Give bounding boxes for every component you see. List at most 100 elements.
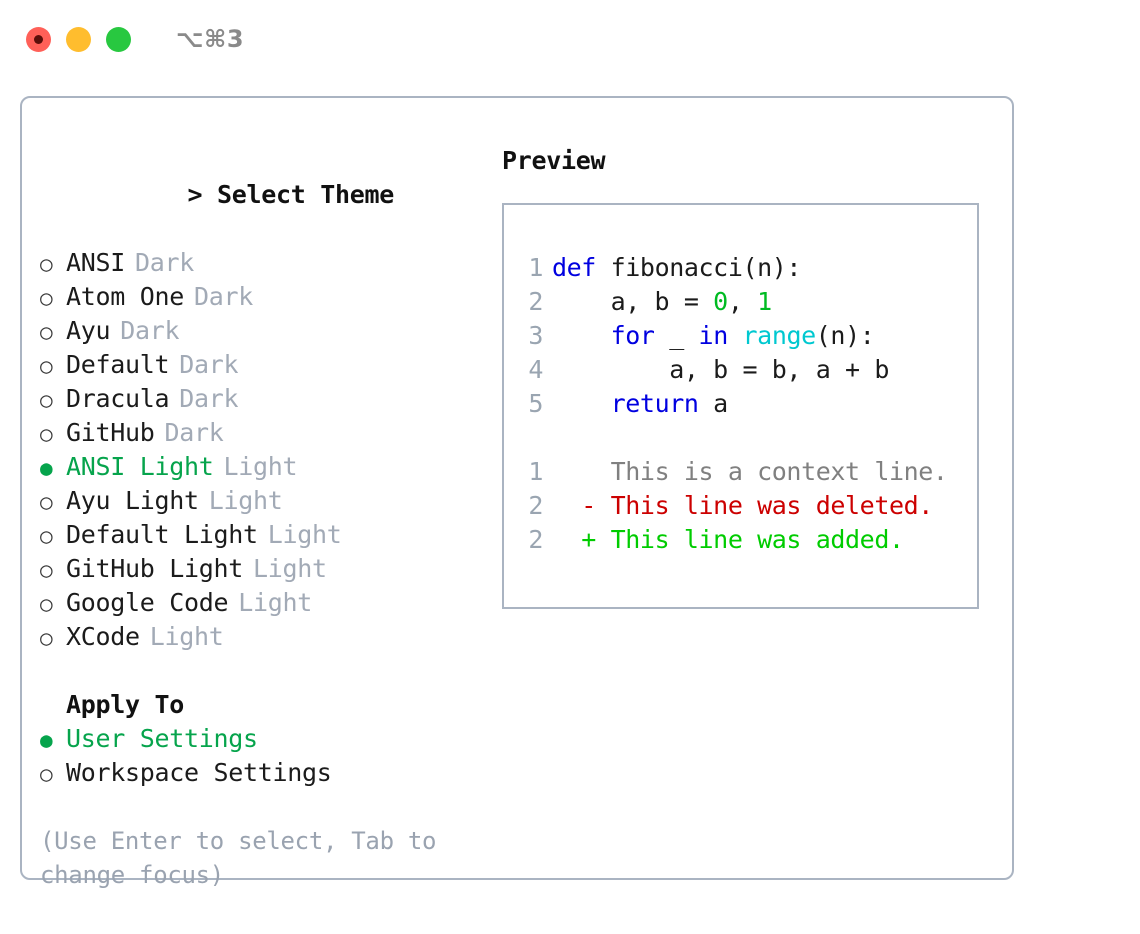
keyboard-shortcut-label: ⌥⌘3: [176, 25, 245, 53]
diff-line-number: 2: [528, 491, 543, 520]
theme-list-heading: > Select Theme: [40, 144, 487, 246]
theme-variant-tag: Dark: [164, 418, 224, 447]
code-line: 4 a, b = b, a + b: [518, 353, 977, 387]
code-line-text: a, b = 0, 1: [552, 285, 773, 319]
theme-option-label: Default: [66, 350, 170, 379]
diff-marker: -: [552, 491, 611, 520]
code-token-kw: in: [698, 321, 729, 350]
keyboard-hint-text: (Use Enter to select, Tab to change focu…: [40, 827, 437, 889]
radio-selected-icon: ●: [40, 456, 53, 480]
focus-caret-icon: >: [187, 180, 203, 209]
apply-to-option-user-settings[interactable]: ● User Settings: [40, 722, 487, 756]
theme-option-ayu[interactable]: ○ Ayu Dark: [40, 314, 487, 348]
code-token-kw: return: [610, 389, 699, 418]
code-line-text: return a: [552, 387, 729, 421]
code-line-number: 5: [528, 389, 543, 418]
diff-line: 2 + This line was added.: [518, 523, 977, 557]
apply-to-option-label: User Settings: [66, 724, 258, 753]
code-token-fn: range: [742, 321, 817, 350]
theme-variant-tag: Dark: [120, 316, 180, 345]
radio-unselected-icon: ○: [40, 558, 53, 582]
theme-option-label: Default Light: [66, 520, 258, 549]
code-token-num: 1: [757, 287, 772, 316]
diff-line-text: This line was added.: [610, 525, 904, 554]
code-token-plain: a: [698, 389, 728, 418]
close-button[interactable]: [26, 26, 51, 52]
zoom-button[interactable]: [106, 26, 131, 52]
radio-unselected-icon: ○: [40, 286, 53, 310]
diff-line: 2 - This line was deleted.: [518, 489, 977, 523]
theme-option-label: ANSI: [66, 248, 126, 277]
diff-line: 1 This is a context line.: [518, 455, 977, 489]
code-line-text: a, b = b, a + b: [552, 353, 889, 387]
theme-variant-tag: Light: [238, 588, 313, 617]
code-token-plain: [552, 389, 611, 418]
code-line: 3 for _ in range(n):: [518, 319, 977, 353]
code-token-num: 0: [713, 287, 728, 316]
code-line-number: 3: [528, 321, 543, 350]
diff-marker: [552, 455, 611, 489]
radio-unselected-icon: ○: [40, 762, 53, 786]
code-blank-line: [518, 421, 977, 455]
theme-variant-tag: Dark: [135, 248, 195, 277]
diff-line-number: 2: [528, 525, 543, 554]
recording-indicator-icon: [34, 34, 43, 44]
apply-to-heading: Apply To: [66, 690, 185, 719]
preview-title: Preview: [502, 146, 606, 175]
code-line-text: def fibonacci(n):: [552, 251, 801, 285]
radio-unselected-icon: ○: [40, 252, 53, 276]
theme-list-title: Select Theme: [217, 180, 395, 209]
code-token-plain: fibonacci(n):: [595, 253, 802, 282]
theme-variant-tag: Light: [253, 554, 327, 583]
theme-option-label: Google Code: [66, 588, 229, 617]
radio-selected-icon: ●: [40, 728, 53, 752]
apply-to-option-label: Workspace Settings: [66, 758, 332, 787]
diff-sample: 1 This is a context line.2 - This line w…: [518, 455, 977, 557]
code-token-plain: [552, 321, 611, 350]
theme-variant-tag: Light: [267, 520, 342, 549]
theme-option-label: Atom One: [66, 282, 185, 311]
diff-marker: +: [552, 525, 611, 554]
apply-to-option-workspace-settings[interactable]: ○ Workspace Settings: [40, 756, 487, 790]
code-line: 5 return a: [518, 387, 977, 421]
radio-unselected-icon: ○: [40, 490, 53, 514]
theme-variant-tag: Light: [208, 486, 283, 515]
code-token-kw: def: [552, 253, 596, 282]
window-titlebar: ⌥⌘3: [0, 0, 1140, 78]
diff-line-text: This line was deleted.: [610, 491, 934, 520]
theme-option-google-code[interactable]: ○ Google Code Light: [40, 586, 487, 620]
window-controls: [26, 26, 131, 52]
code-line-number: 2: [528, 287, 543, 316]
theme-option-label: GitHub: [66, 418, 155, 447]
code-token-kw: for: [610, 321, 655, 350]
theme-variant-tag: Light: [223, 452, 298, 481]
theme-variant-tag: Dark: [179, 384, 239, 413]
minimize-button[interactable]: [66, 26, 91, 52]
theme-option-ayu-light[interactable]: ○ Ayu Light Light: [40, 484, 487, 518]
code-token-plain: a, b =: [552, 287, 714, 316]
theme-variant-tag: Dark: [179, 350, 239, 379]
theme-option-label: Ayu Light: [66, 486, 199, 515]
theme-option-label: Ayu: [66, 316, 111, 345]
code-token-plain: a, b = b, a + b: [552, 355, 889, 384]
code-line-number: 4: [528, 355, 543, 384]
theme-option-ansi[interactable]: ○ ANSI Dark: [40, 246, 487, 280]
theme-option-github-light[interactable]: ○ GitHub Light Light: [40, 552, 487, 586]
radio-unselected-icon: ○: [40, 592, 53, 616]
radio-unselected-icon: ○: [40, 320, 53, 344]
code-token-plain: (n):: [815, 321, 875, 350]
apply-to-list: ● User Settings ○ Workspace Settings: [40, 722, 487, 790]
theme-variant-tag: Light: [149, 622, 224, 651]
theme-option-label: GitHub Light: [66, 554, 244, 583]
